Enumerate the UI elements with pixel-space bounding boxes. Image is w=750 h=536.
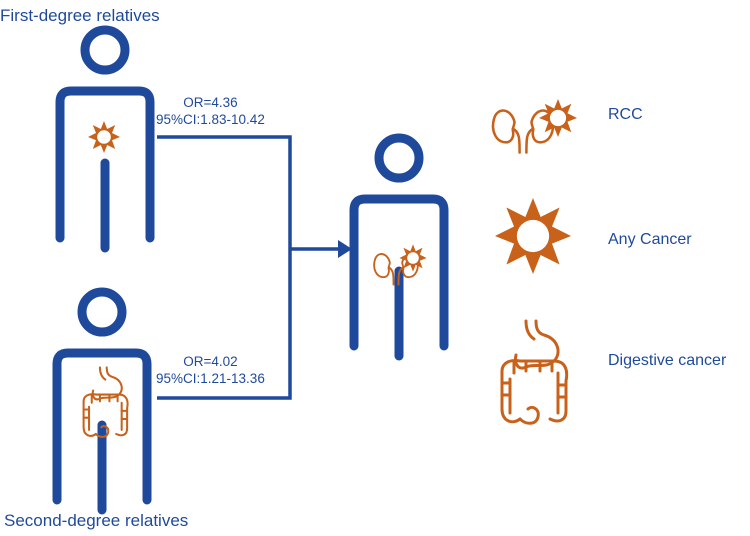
first-or-value: OR=4.36 [183, 95, 238, 110]
legend-rcc-label: RCC [608, 106, 643, 123]
second-degree-association: OR=4.02 95%CI:1.21-13.36 [156, 353, 265, 387]
first-ci-value: 95%CI:1.83-10.42 [156, 112, 265, 127]
second-degree-label: Second-degree relatives [4, 511, 189, 530]
first-degree-label: First-degree relatives [0, 6, 160, 25]
first-degree-cancer-star-icon [88, 121, 120, 153]
legend-digestive-label: Digestive cancer [608, 352, 727, 369]
second-degree-person-icon [57, 292, 147, 510]
legend-digestive-tract-icon [500, 319, 569, 425]
proband-person-icon [354, 138, 444, 356]
second-or-value: OR=4.02 [183, 354, 238, 369]
legend-any-cancer-label: Any Cancer [608, 231, 692, 248]
arrow-icon [338, 240, 352, 258]
first-degree-association: OR=4.36 95%CI:1.83-10.42 [156, 94, 265, 128]
second-degree-digestive-tract-icon [82, 366, 129, 438]
connector-lines [157, 135, 340, 400]
legend-rcc-star-icon [539, 99, 577, 137]
second-ci-value: 95%CI:1.21-13.36 [156, 371, 265, 386]
legend-cancer-star-icon [495, 198, 571, 274]
